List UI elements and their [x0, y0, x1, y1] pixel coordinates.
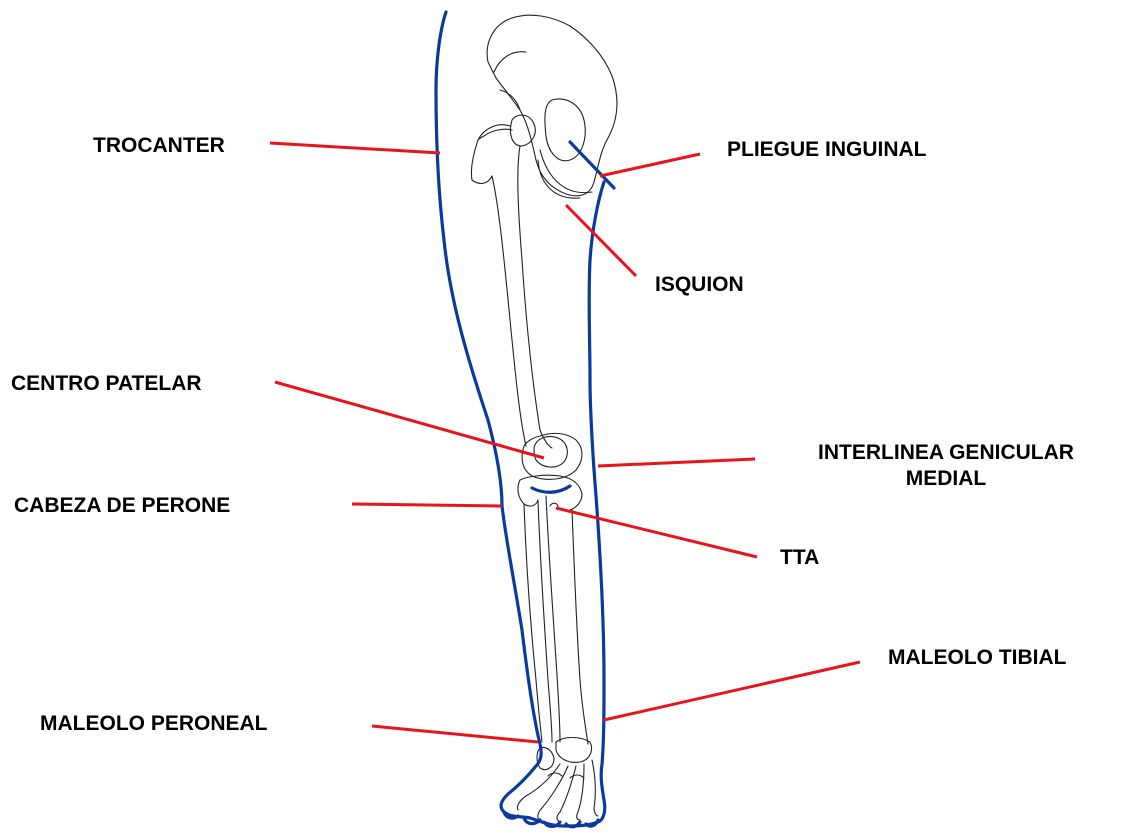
- label-cabeza-de-perone: CABEZA DE PERONE: [14, 493, 230, 519]
- label-isquion: ISQUION: [655, 272, 744, 298]
- leader-interlinea: [598, 459, 755, 466]
- label-trocanter: TROCANTER: [93, 133, 225, 159]
- leader-maleolo-peroneal: [372, 726, 538, 742]
- label-maleolo-tibial: MALEOLO TIBIAL: [888, 645, 1066, 671]
- label-pliegue-inguinal: PLIEGUE INGUINAL: [727, 137, 927, 163]
- leader-tta: [556, 508, 757, 557]
- leader-lines: [270, 143, 860, 742]
- femoral-condyles: [522, 433, 582, 479]
- talus: [556, 738, 592, 763]
- label-centro-patelar: CENTRO PATELAR: [11, 371, 202, 397]
- greater-trochanter: [478, 125, 510, 140]
- genicular-interline-marker: [532, 486, 570, 492]
- leg-bones: [471, 15, 616, 822]
- leg-outline: [436, 12, 614, 827]
- label-maleolo-peroneal: MALEOLO PERONEAL: [40, 711, 268, 737]
- label-interlinea-genicular: INTERLINEA GENICULAR MEDIAL: [788, 440, 1104, 492]
- leader-maleolo-tibial: [604, 662, 860, 720]
- leader-isquion: [566, 205, 636, 276]
- leader-cabeza-perone: [352, 504, 502, 506]
- outline-lateral: [436, 12, 605, 826]
- leader-trocanter: [270, 143, 440, 153]
- femoral-head: [510, 115, 535, 146]
- label-interlinea-line1: INTERLINEA GENICULAR: [788, 440, 1104, 466]
- inguinal-fold-marker: [570, 142, 614, 188]
- leader-centro-patelar: [275, 382, 544, 458]
- patella: [534, 436, 567, 467]
- label-interlinea-line2: MEDIAL: [788, 466, 1104, 492]
- fibula-head: [518, 480, 538, 506]
- foot-bones: [517, 760, 598, 822]
- label-tta: TTA: [780, 545, 819, 571]
- femur: [471, 129, 552, 448]
- leader-pliegue-inguinal: [600, 154, 700, 176]
- tibia: [546, 496, 588, 744]
